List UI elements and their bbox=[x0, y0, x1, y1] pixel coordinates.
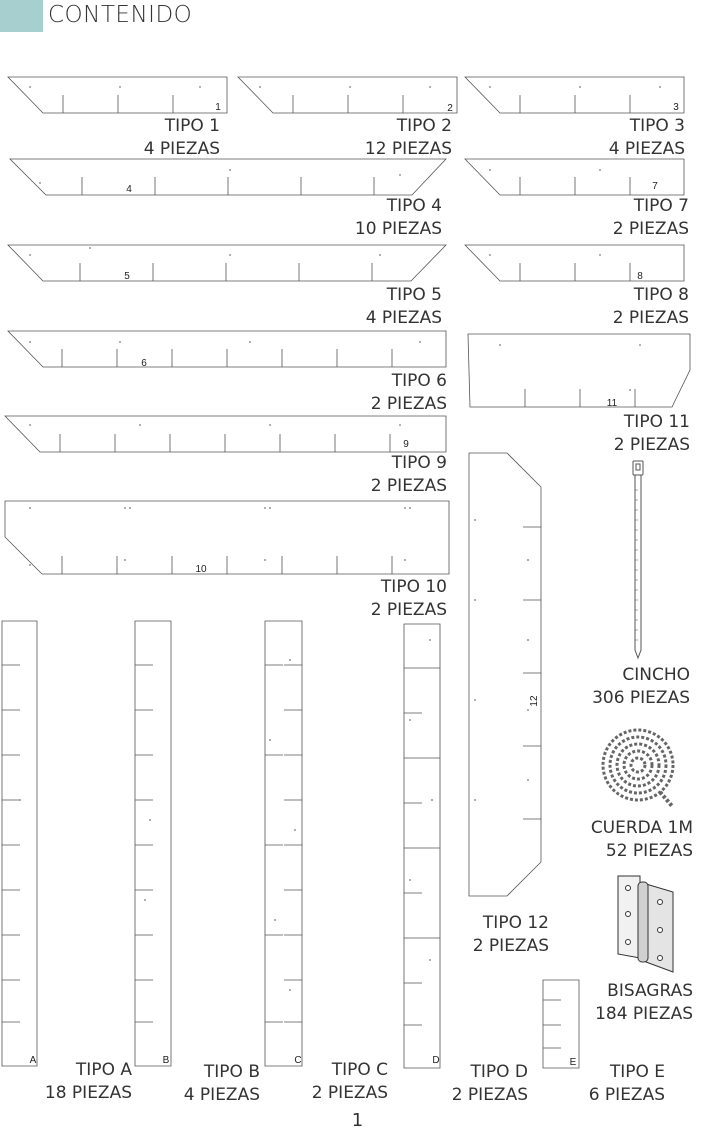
page-title: CONTENIDO bbox=[48, 2, 193, 28]
marker-4: 4 bbox=[126, 184, 132, 195]
part-tipo-1 bbox=[7, 76, 228, 114]
part-tipo-11 bbox=[467, 333, 691, 408]
part-tipo-7 bbox=[464, 158, 685, 196]
part-tipo-2 bbox=[237, 76, 458, 114]
rope-coil-icon bbox=[601, 728, 675, 808]
marker-7: 7 bbox=[652, 181, 658, 192]
marker-2: 2 bbox=[447, 103, 453, 114]
page-number: 1 bbox=[351, 1110, 364, 1131]
part-tipo-6 bbox=[7, 330, 447, 368]
part-tipo-3 bbox=[464, 76, 685, 114]
marker-5: 5 bbox=[124, 271, 130, 282]
marker-e: E bbox=[570, 1057, 577, 1068]
marker-10: 10 bbox=[195, 564, 207, 575]
part-tipo-8 bbox=[464, 244, 685, 282]
part-tipo-b bbox=[134, 620, 172, 1067]
marker-b: B bbox=[163, 1055, 170, 1066]
marker-8: 8 bbox=[637, 271, 643, 282]
marker-11: 11 bbox=[607, 398, 618, 409]
part-tipo-4 bbox=[9, 158, 447, 196]
marker-6: 6 bbox=[141, 358, 147, 369]
marker-12: 12 bbox=[529, 695, 540, 707]
part-tipo-e bbox=[542, 979, 580, 1069]
marker-c: C bbox=[294, 1055, 301, 1066]
header-accent-box bbox=[0, 0, 43, 32]
part-tipo-c bbox=[264, 620, 303, 1067]
hinge-icon bbox=[617, 875, 674, 973]
part-tipo-d bbox=[403, 623, 441, 1069]
part-tipo-9 bbox=[4, 415, 447, 453]
marker-3: 3 bbox=[673, 102, 679, 113]
marker-1: 1 bbox=[215, 102, 221, 113]
marker-a: A bbox=[30, 1055, 37, 1066]
part-tipo-5 bbox=[7, 244, 447, 282]
cable-tie-icon bbox=[632, 460, 644, 660]
part-tipo-12 bbox=[468, 452, 542, 897]
marker-9: 9 bbox=[403, 439, 409, 450]
part-tipo-a bbox=[1, 620, 38, 1067]
part-tipo-10 bbox=[4, 500, 450, 575]
marker-d: D bbox=[432, 1055, 439, 1066]
